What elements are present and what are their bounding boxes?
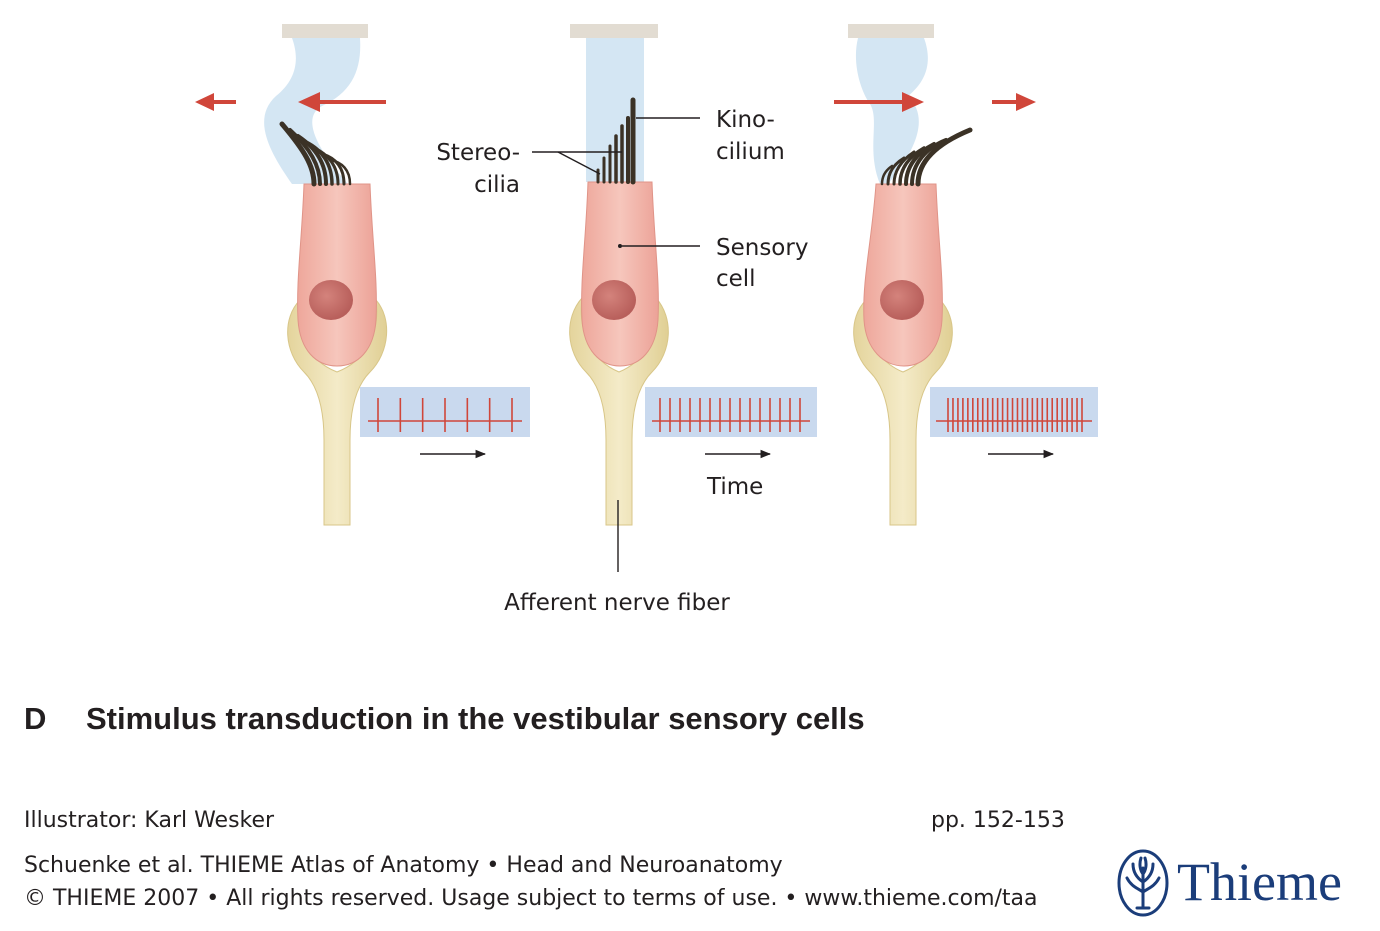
sensory-cell-label-line1: Sensory <box>716 235 808 261</box>
sensory-cell-body <box>863 183 943 367</box>
sensory-cell-body <box>581 181 659 367</box>
page-reference: pp. 152-153 <box>931 808 1065 833</box>
cupula-top-bar <box>848 24 934 38</box>
label-leaders <box>532 117 700 572</box>
cupula-gel <box>855 38 928 184</box>
publisher-logo-text: Thieme <box>1177 852 1342 912</box>
stereocilia-label-line2: cilia <box>474 172 520 198</box>
hair-cell-left <box>195 24 530 526</box>
caption-letter: D <box>24 701 47 736</box>
nucleus <box>309 280 353 320</box>
nucleus <box>592 280 636 320</box>
kinocilium-label-line2: cilium <box>716 139 785 165</box>
sensory-cell-body <box>297 183 377 367</box>
tree-icon <box>1117 849 1169 917</box>
sensory-cell-label-line2: cell <box>716 266 756 292</box>
book-reference: Schuenke et al. THIEME Atlas of Anatomy … <box>24 853 783 878</box>
cupula-top-bar <box>570 24 658 38</box>
afferent-nerve-label: Afferent nerve fiber <box>504 590 730 616</box>
nucleus <box>880 280 924 320</box>
stereocilia-bundle <box>880 127 973 187</box>
cupula-gel <box>264 38 361 184</box>
stereocilia-bundle <box>596 116 630 184</box>
cupula-top-bar <box>282 24 368 38</box>
kinocilium-label-line1: Kino- <box>716 107 775 133</box>
hair-cell-center <box>532 24 817 572</box>
spike-train-right <box>930 387 1098 437</box>
illustrator-credit: Illustrator: Karl Wesker <box>24 808 275 833</box>
spike-train-center <box>645 387 817 437</box>
stereocilia-bundle <box>279 121 352 187</box>
publisher-logo: Thieme <box>1115 848 1370 920</box>
time-label: Time <box>706 474 763 500</box>
stereocilia-label-line1: Stereo- <box>436 140 520 166</box>
caption-title: Stimulus transduction in the vestibular … <box>86 701 865 736</box>
figure-caption: D Stimulus transduction in the vestibular… <box>24 701 865 737</box>
copyright-notice: © THIEME 2007 • All rights reserved. Usa… <box>24 886 1038 911</box>
sensory-cell-pointer-dot <box>618 244 622 248</box>
deflection-arrows-left <box>195 92 386 112</box>
deflection-arrows-right <box>834 92 1036 112</box>
hair-cell-right <box>834 24 1098 526</box>
spike-train-left <box>360 387 530 437</box>
